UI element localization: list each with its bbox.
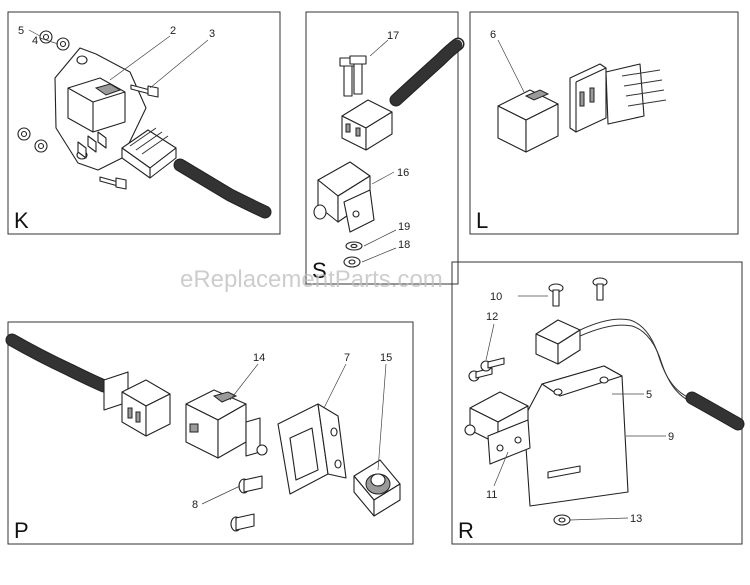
- panel-letter-s: S: [312, 258, 327, 283]
- bracket-7: [277, 403, 347, 495]
- callout-p-14: 14: [253, 352, 265, 364]
- screws-17: [339, 55, 367, 97]
- screws-10: [548, 277, 608, 307]
- switch-11: [464, 391, 531, 465]
- callout-r-13: 13: [630, 513, 642, 525]
- washer-pair-k-bottom: [17, 127, 48, 153]
- screws-12: [468, 357, 505, 382]
- callout-k-2: 2: [170, 25, 176, 37]
- callout-r-12: 12: [486, 311, 498, 323]
- callout-l-6: 6: [490, 29, 496, 41]
- callout-s-19: 19: [398, 221, 410, 233]
- switch-16: [313, 161, 375, 233]
- panel-letter-l: L: [476, 208, 488, 233]
- panel-p: 14 7 15 8 P: [5, 333, 401, 543]
- switch-14: [185, 389, 268, 459]
- harness-connector-p: [103, 371, 171, 437]
- panel-k: 5 4 2 3 K: [14, 25, 272, 233]
- panel-l: 6 L: [476, 29, 667, 233]
- watermark: eReplacementParts.com: [180, 266, 443, 293]
- panel-r: 10 12 5 9 11 13 R: [458, 277, 745, 543]
- screw-8-lower: [230, 513, 255, 532]
- panel-letter-r: R: [458, 518, 474, 543]
- panel-letter-k: K: [14, 208, 29, 233]
- callout-s-16: 16: [397, 167, 409, 179]
- harness-connector-r: [535, 319, 581, 365]
- panel-letter-p: P: [14, 518, 29, 543]
- callout-p-15: 15: [380, 352, 392, 364]
- washer-pair-k-top: [39, 30, 70, 51]
- harness-connector-k: [121, 127, 177, 179]
- conduit-p: [6, 334, 110, 392]
- nut-13: [553, 514, 571, 526]
- callout-r-9: 9: [668, 431, 674, 443]
- panel-p-frame: [7, 321, 414, 545]
- washer-19: [345, 241, 363, 251]
- conduit-k: [174, 159, 271, 218]
- conduit-r: [686, 392, 744, 430]
- boot-15: [353, 459, 401, 517]
- callout-s-17: 17: [387, 30, 399, 42]
- panel-s: 17 16 19 18 S: [312, 30, 465, 283]
- connector-plug-6: [497, 89, 559, 153]
- bracket-9: [523, 365, 629, 507]
- harness-connector-s: [341, 99, 393, 151]
- relay-terminals: [77, 131, 107, 159]
- bolt-k-lower: [99, 176, 127, 190]
- connector-socket-l: [569, 63, 667, 133]
- relay-bracket: [54, 47, 147, 171]
- bolt-k-3: [130, 84, 159, 98]
- panel-s-frame: [305, 11, 459, 285]
- nut-18: [343, 256, 361, 268]
- panel-k-frame: [7, 11, 281, 235]
- callout-r-5: 5: [646, 389, 652, 401]
- panel-l-frame: [469, 11, 739, 235]
- screw-8-upper: [238, 475, 263, 494]
- panel-r-frame: [451, 261, 743, 545]
- callout-r-11: 11: [486, 489, 497, 501]
- callout-r-10: 10: [490, 291, 502, 303]
- callout-s-18: 18: [398, 239, 410, 251]
- callout-k-5: 5: [18, 25, 24, 37]
- callout-k-4: 4: [32, 35, 38, 47]
- conduit-s: [390, 38, 464, 106]
- callout-k-3: 3: [209, 28, 215, 40]
- callout-p-7: 7: [344, 352, 350, 364]
- callout-p-8: 8: [192, 499, 198, 511]
